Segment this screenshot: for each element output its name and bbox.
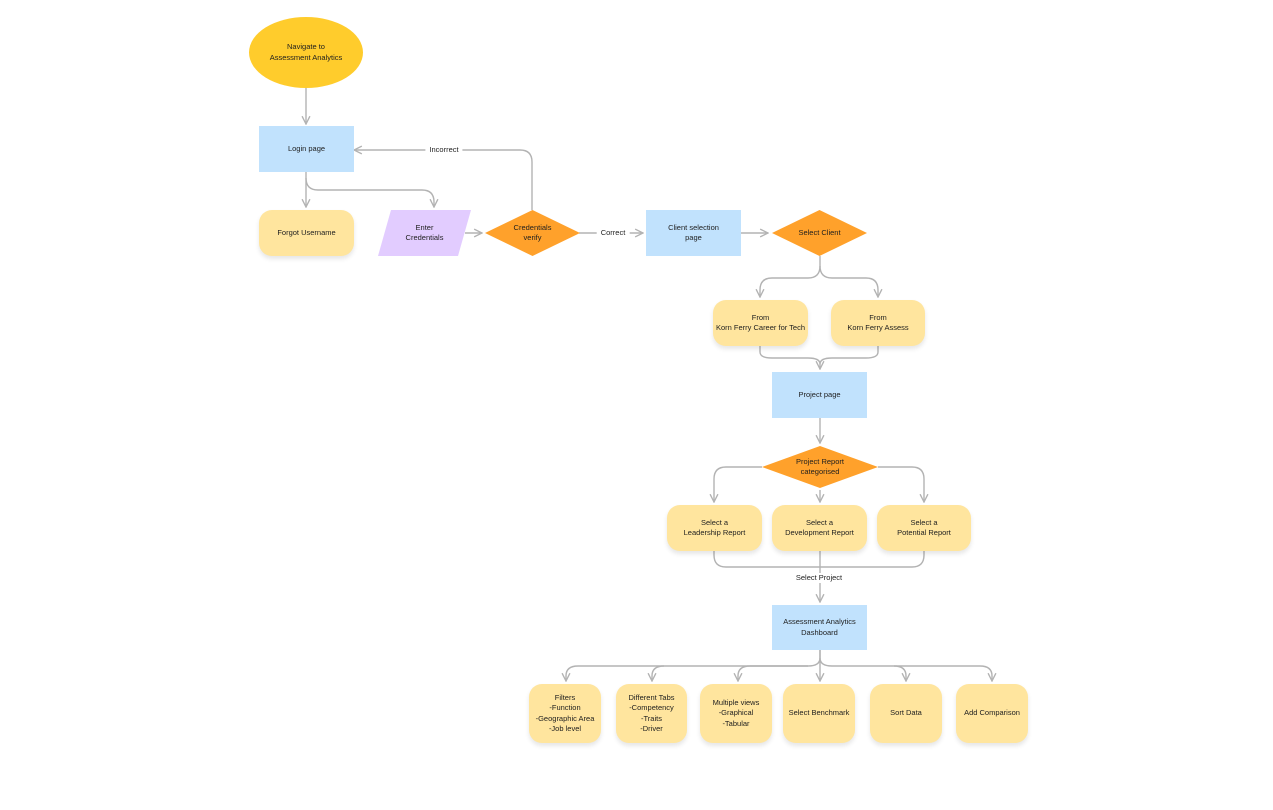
connector-leadership-merge bbox=[713, 551, 820, 568]
connector-categorised-potential bbox=[878, 466, 924, 502]
multiple-views-node: Multiple views -Graphical -Tabular bbox=[700, 684, 772, 743]
from-assess-node: From Korn Ferry Assess bbox=[831, 300, 925, 346]
login-page-node: Login page bbox=[259, 126, 354, 172]
connector-categorised-leadership bbox=[714, 466, 762, 502]
potential-report-node: Select a Potential Report bbox=[877, 505, 971, 551]
login-page-label: Login page bbox=[287, 143, 326, 153]
connector-dashboard-filters bbox=[566, 665, 664, 681]
sort-data-node: Sort Data bbox=[870, 684, 942, 743]
connector-dashboard-tabs bbox=[652, 665, 808, 681]
project-report-categorised-node: Project Report categorised bbox=[762, 446, 878, 488]
connector-dashboard-comparison bbox=[894, 665, 992, 681]
connector-assess-project bbox=[819, 346, 879, 365]
different-tabs-label: Different Tabs -Competency -Traits -Driv… bbox=[628, 692, 675, 734]
edge-label-select-project: Select Project bbox=[791, 573, 847, 583]
connector-potential-merge bbox=[820, 551, 925, 568]
leadership-report-node: Select a Leadership Report bbox=[667, 505, 762, 551]
leadership-report-label: Select a Leadership Report bbox=[683, 517, 746, 538]
select-client-node: Select Client bbox=[772, 210, 867, 256]
dashboard-label: Assessment Analytics Dashboard bbox=[783, 617, 856, 637]
select-benchmark-label: Select Benchmark bbox=[788, 708, 850, 718]
forgot-username-label: Forgot Username bbox=[277, 227, 336, 237]
dashboard-node: Assessment Analytics Dashboard bbox=[772, 605, 867, 650]
from-assess-label: From Korn Ferry Assess bbox=[847, 312, 909, 333]
client-selection-page-node: Client selection page bbox=[646, 210, 741, 256]
forgot-username-node: Forgot Username bbox=[259, 210, 354, 256]
start-node-label: Navigate to Assessment Analytics bbox=[269, 42, 343, 62]
add-comparison-label: Add Comparison bbox=[964, 708, 1020, 718]
credentials-verify-label: Credentials verify bbox=[513, 222, 552, 243]
connector-tech-project bbox=[759, 346, 820, 369]
multiple-views-label: Multiple views -Graphical -Tabular bbox=[712, 697, 760, 728]
from-career-for-tech-label: From Korn Ferry Career for Tech bbox=[715, 312, 806, 333]
connector-selectclient-assess bbox=[819, 265, 878, 297]
enter-credentials-label: Enter Credentials bbox=[405, 222, 444, 243]
connector-selectclient-tech bbox=[760, 256, 821, 297]
from-career-for-tech-node: From Korn Ferry Career for Tech bbox=[713, 300, 808, 346]
sort-data-label: Sort Data bbox=[890, 708, 922, 718]
select-benchmark-node: Select Benchmark bbox=[783, 684, 855, 743]
filters-node: Filters -Function -Geographic Area -Job … bbox=[529, 684, 601, 743]
start-node: Navigate to Assessment Analytics bbox=[249, 17, 363, 88]
edge-label-correct: Correct bbox=[596, 228, 630, 238]
connector-verify-login-incorrect bbox=[354, 150, 533, 210]
edge-label-incorrect: Incorrect bbox=[425, 145, 463, 155]
filters-label: Filters -Function -Geographic Area -Job … bbox=[535, 692, 595, 734]
development-report-label: Select a Development Report bbox=[785, 517, 854, 538]
project-page-label: Project page bbox=[798, 389, 841, 399]
development-report-node: Select a Development Report bbox=[772, 505, 867, 551]
enter-credentials-node: Enter Credentials bbox=[378, 210, 471, 256]
connector-login-enter bbox=[305, 177, 434, 207]
client-selection-page-label: Client selection page bbox=[668, 222, 719, 243]
connector-dashboard-sort bbox=[819, 657, 906, 681]
different-tabs-node: Different Tabs -Competency -Traits -Driv… bbox=[616, 684, 687, 743]
potential-report-label: Select a Potential Report bbox=[897, 517, 951, 538]
select-client-label: Select Client bbox=[798, 227, 841, 237]
add-comparison-node: Add Comparison bbox=[956, 684, 1028, 743]
project-report-categorised-label: Project Report categorised bbox=[796, 456, 844, 477]
project-page-node: Project page bbox=[772, 372, 867, 418]
credentials-verify-node: Credentials verify bbox=[485, 210, 580, 256]
